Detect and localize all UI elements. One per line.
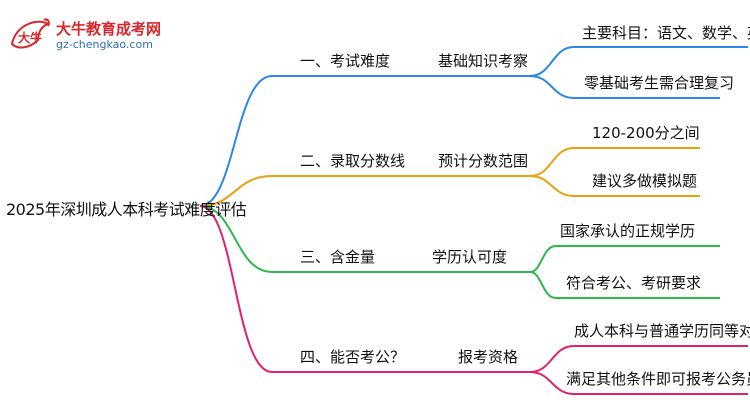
bull-logo-icon: 大牛 — [10, 18, 51, 49]
connector-leaf-3-2 — [529, 271, 720, 299]
connector-leaf-2-2 — [529, 175, 700, 197]
logo-url: gz-chengkao.com — [56, 38, 153, 51]
logo-mark-text: 大牛 — [18, 30, 42, 45]
leaf-2-2: 建议多做模拟题 — [592, 172, 698, 190]
connector-leaf-3-1 — [529, 245, 720, 273]
connector-leaf-1-2 — [529, 75, 720, 99]
leaf-4-2: 满足其他条件即可报考公务员 — [566, 370, 750, 388]
branch-4-sub: 报考资格 — [458, 348, 519, 366]
connector-leaf-4-2 — [529, 371, 748, 395]
root-topic: 2025年深圳成人本科考试难度评估 — [6, 200, 247, 219]
logo: 大牛 大牛教育成考网 gz-chengkao.com — [8, 14, 198, 54]
leaf-4-1: 成人本科与普通学历同等对待 — [574, 322, 750, 340]
branch-1-label: 一、考试难度 — [300, 52, 391, 70]
connector-branch-1 — [199, 75, 412, 207]
connector-branch-4 — [199, 205, 412, 373]
branch-1-sub: 基础知识考察 — [438, 52, 529, 70]
leaf-1-2: 零基础考生需合理复习 — [584, 74, 735, 92]
logo-title: 大牛教育成考网 — [56, 20, 162, 38]
connector-branch-2 — [199, 175, 412, 207]
connector-leaf-4-1 — [529, 345, 748, 373]
branch-2-sub: 预计分数范围 — [438, 152, 529, 170]
leaf-2-1: 120-200分之间 — [592, 124, 700, 142]
leaf-3-2: 符合考公、考研要求 — [566, 274, 702, 292]
branch-2-label: 二、录取分数线 — [300, 152, 406, 170]
connector-branch-3 — [199, 205, 412, 273]
connector-leaf-2-1 — [529, 147, 700, 177]
branch-4-label: 四、能否考公？ — [300, 348, 406, 366]
branch-3-label: 三、含金量 — [300, 248, 376, 266]
leaf-1-1: 主要科目：语文、数学、英语 — [582, 24, 750, 42]
branch-3-sub: 学历认可度 — [432, 248, 508, 266]
leaf-3-1: 国家承认的正规学历 — [560, 222, 696, 240]
connector-leaf-1-1 — [529, 46, 748, 77]
